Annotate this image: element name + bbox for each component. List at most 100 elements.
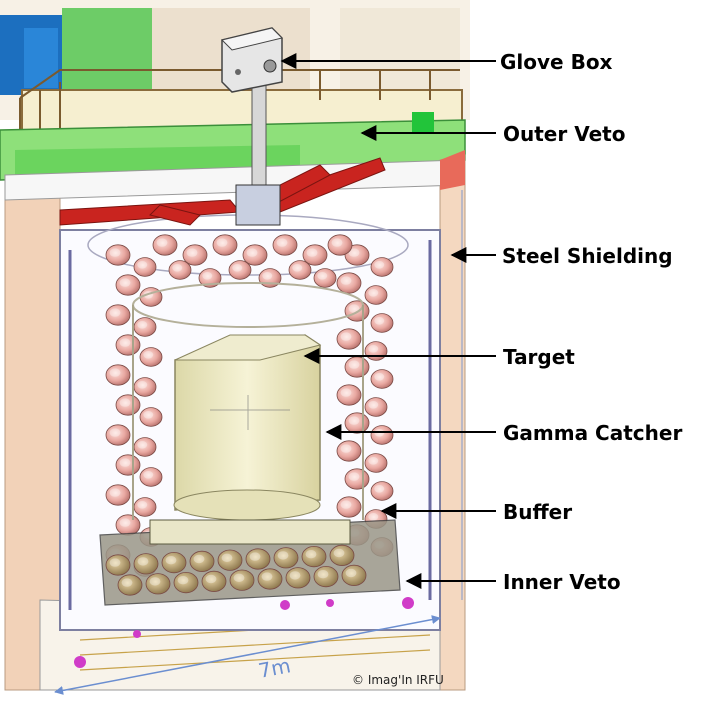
pmt-tube [139,407,163,427]
image-credit: © Imag'In IRFU [352,673,444,687]
pmt-highlight [306,248,318,257]
pmt-highlight [121,578,133,587]
pmt-tube [161,551,187,574]
pmt-highlight [340,388,352,397]
label-gamma-catcher: Gamma Catcher [503,421,682,445]
pmt-tube [364,397,388,417]
pmt-tube [285,567,311,589]
pmt-highlight [119,278,131,287]
pmt-highlight [246,248,258,257]
pmt-tube [336,328,362,350]
pmt-tube [133,553,159,575]
pmt-highlight [109,368,121,377]
pmt-highlight [348,248,360,257]
pmt-tube [272,234,298,256]
pmt-highlight [368,288,379,297]
pmt-highlight [137,320,148,329]
pmt-highlight [119,338,131,347]
pmt-tube [229,569,255,591]
pmt-highlight [368,400,379,409]
pmt-highlight [348,304,360,313]
pmt-tube [370,425,394,445]
pmt-highlight [202,271,213,280]
bottom-pmt-array [105,544,367,596]
pmt-tube [105,554,131,576]
pmt-tube [105,364,131,386]
target-vessel [173,334,322,521]
pmt-highlight [149,577,161,586]
pmt-highlight [368,344,379,353]
pmt-tube [364,453,388,473]
pmt-highlight [232,263,243,272]
pmt-highlight [368,456,379,465]
pmt-tube [145,573,171,595]
pmt-tube [173,571,199,594]
pmt-tube [288,260,312,280]
pmt-tube [336,440,362,462]
pmt-tube [242,244,268,266]
pmt-tube [133,257,157,277]
pmt-highlight [143,350,154,359]
pmt-highlight [186,248,198,257]
callout-arrows [280,53,496,589]
pmt-highlight [261,572,273,581]
pmt-highlight [177,576,189,585]
pmt-tube [257,568,283,590]
pmt-tube [189,550,215,573]
pmt-highlight [331,238,343,247]
pmt-highlight [165,556,177,565]
pmt-highlight [262,271,273,280]
pmt-tube [302,244,328,266]
pmt-highlight [333,548,345,558]
pmt-highlight [137,557,149,566]
pmt-highlight [348,472,360,481]
pmt-tube [168,260,192,280]
label-glove-box: Glove Box [500,50,613,74]
pmt-tube [301,545,327,568]
pmt-highlight [317,570,329,579]
pmt-highlight [374,260,385,269]
pmt-tube [105,304,131,326]
pmt-highlight [109,248,121,257]
pmt-highlight [137,440,148,449]
pmt-highlight [233,573,245,582]
label-outer-veto: Outer Veto [503,122,625,146]
pmt-highlight [340,276,352,285]
pmt-highlight [193,554,205,564]
pmt-tube [105,484,131,506]
pmt-highlight [340,500,352,509]
glove-box-assembly [221,27,283,226]
pmt-highlight [172,263,183,272]
pmt-tube [105,244,131,266]
support-arms [59,157,386,226]
pmt-highlight [137,260,148,269]
pmt-tube [217,549,243,571]
pmt-highlight [119,518,131,527]
pmt-highlight [205,574,217,584]
pmt-tube [370,313,394,333]
callout-labels: Glove Box Outer Veto Steel Shielding Tar… [500,50,682,594]
pmt-tube [327,234,353,256]
pmt-tube [364,285,388,305]
label-inner-veto: Inner Veto [503,570,621,594]
pmt-highlight [374,372,385,381]
pmt-tube [139,467,163,487]
pmt-highlight [340,444,352,453]
pmt-tube [212,234,238,256]
pmt-highlight [109,558,121,567]
pmt-highlight [221,553,233,562]
label-target: Target [503,345,575,369]
pmt-highlight [374,484,385,493]
label-buffer: Buffer [503,500,572,524]
pmt-highlight [137,500,148,509]
pmt-tube [117,574,143,596]
pmt-tube [152,234,178,256]
pmt-tube [336,272,362,294]
pmt-highlight [374,316,385,325]
pmt-tube [336,496,362,518]
pmt-tube [105,424,131,446]
pmt-highlight [119,398,131,407]
pmt-highlight [305,550,317,559]
pmt-tube [182,244,208,266]
